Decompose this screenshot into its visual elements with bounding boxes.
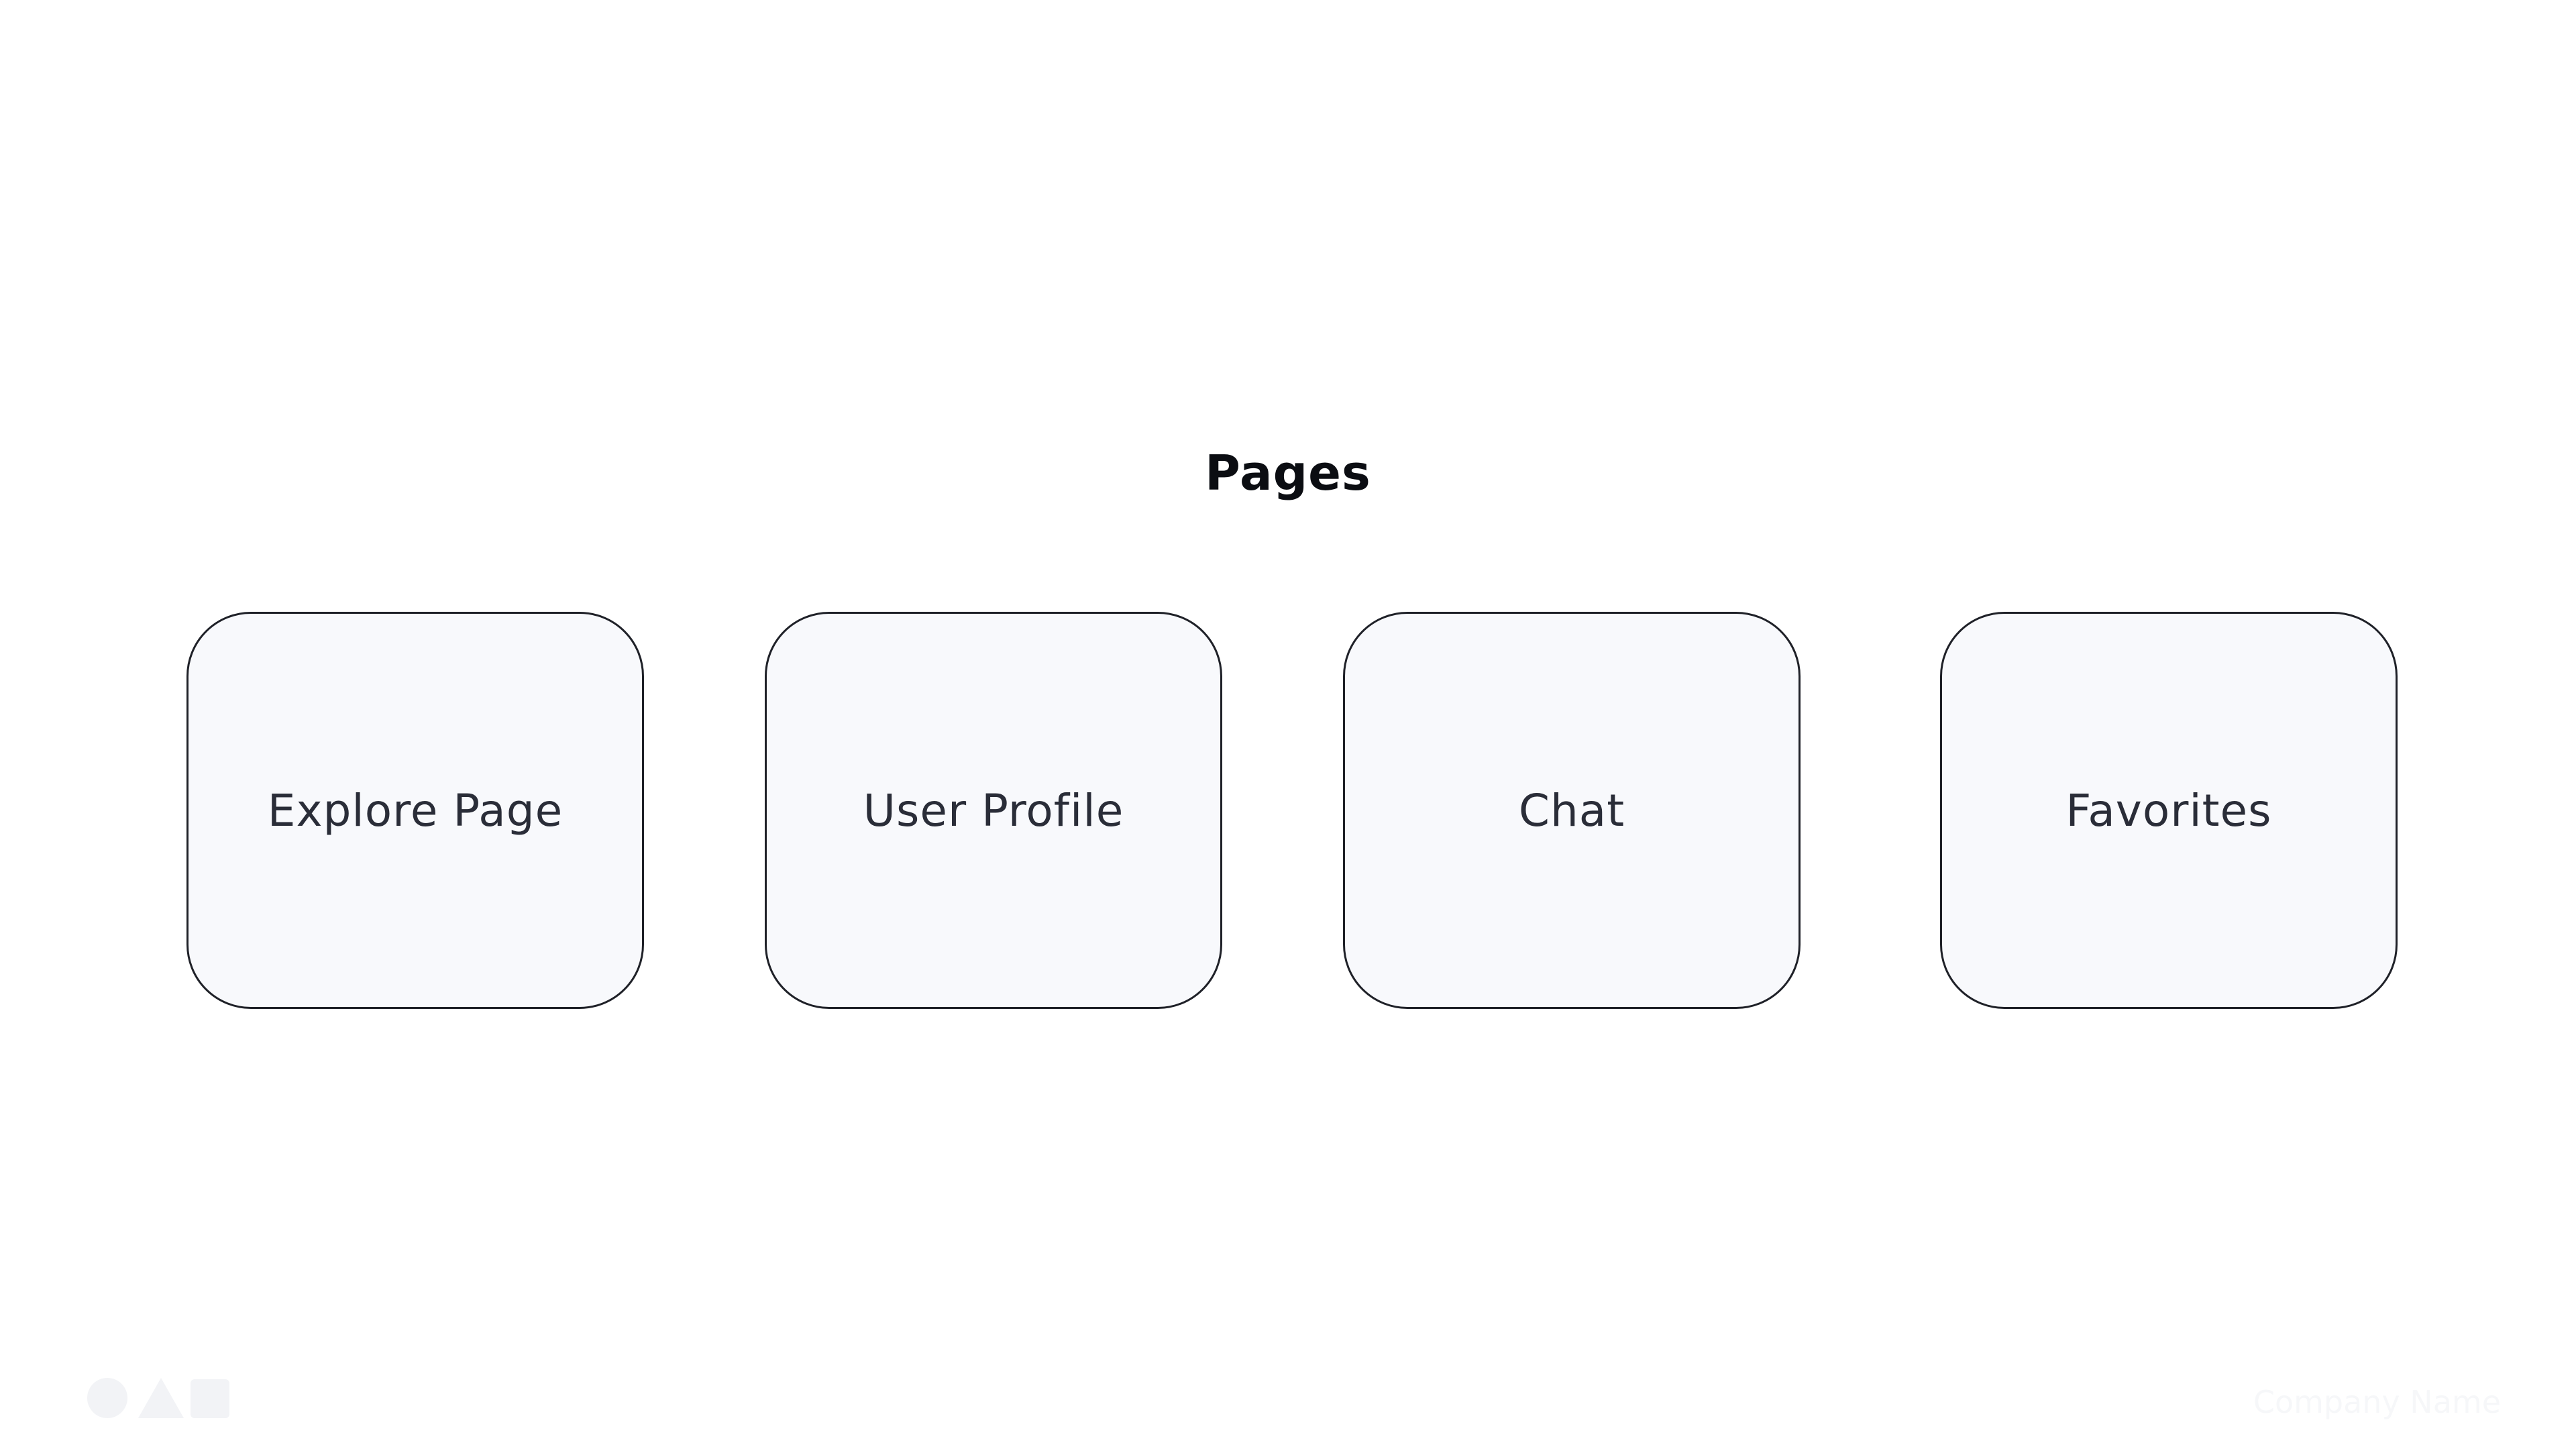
diagram-title: Pages	[1205, 445, 1371, 501]
page-card-label: User Profile	[863, 784, 1124, 837]
page-card-explore-page[interactable]: Explore Page	[186, 612, 644, 1009]
page-card-user-profile[interactable]: User Profile	[765, 612, 1222, 1009]
circle-icon	[87, 1378, 127, 1418]
page-card-favorites[interactable]: Favorites	[1940, 612, 2398, 1009]
triangle-icon	[138, 1378, 184, 1418]
square-icon	[191, 1379, 229, 1418]
logo	[87, 1378, 229, 1418]
page-card-label: Explore Page	[267, 784, 564, 837]
page-card-label: Chat	[1518, 784, 1625, 837]
page-card-chat[interactable]: Chat	[1343, 612, 1801, 1009]
company-name: Company Name	[2253, 1384, 2501, 1420]
page-card-label: Favorites	[2065, 784, 2272, 837]
